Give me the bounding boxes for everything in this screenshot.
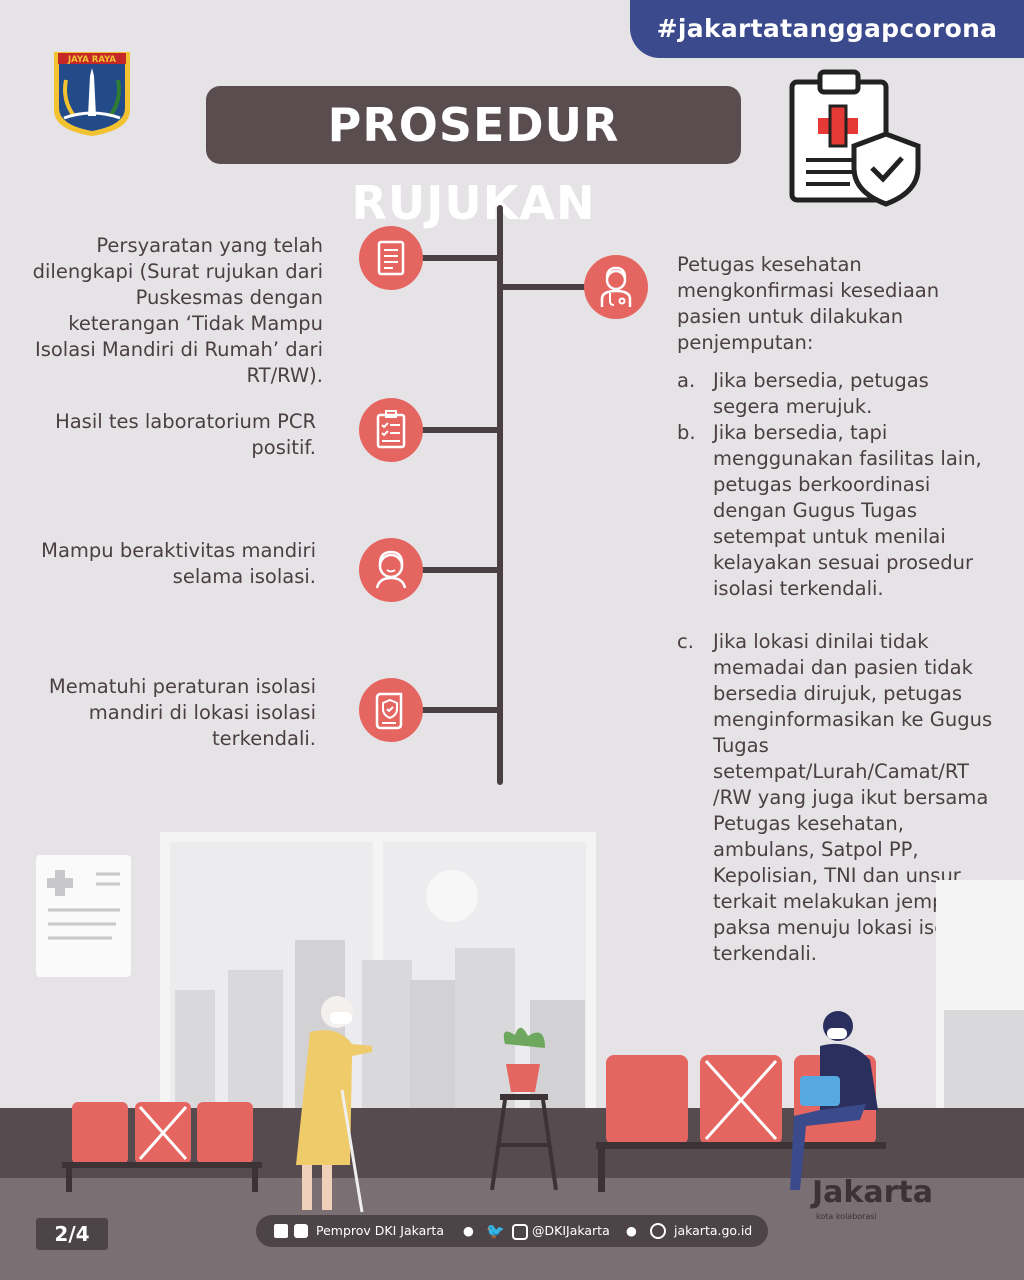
plant-stool — [490, 1027, 558, 1191]
facebook-icon — [274, 1224, 288, 1238]
medical-poster — [36, 855, 131, 977]
person-icon — [359, 538, 423, 602]
timeline-branch — [420, 567, 500, 573]
waiting-bench-left — [62, 1102, 262, 1192]
requirement-text-3: Mampu beraktivitas mandiri selama isolas… — [41, 539, 316, 588]
timeline-branch — [420, 427, 500, 433]
social-footer-bar: Pemprov DKI Jakarta ● 🐦 @DKIJakarta ● ja… — [256, 1215, 768, 1247]
shield-document-icon — [359, 678, 423, 742]
requirement-text-2: Hasil tes laboratorium PCR positif. — [55, 410, 316, 459]
instagram-icon — [512, 1224, 528, 1240]
option-text: Jika lokasi dinilai tidak memadai dan pa… — [713, 630, 993, 965]
page-title: PROSEDUR RUJUKAN — [206, 86, 741, 230]
facebook-youtube-handle[interactable]: Pemprov DKI Jakarta — [316, 1223, 444, 1238]
document-icon — [359, 226, 423, 290]
timeline-branch — [500, 284, 590, 290]
youtube-icon — [294, 1224, 308, 1238]
procedure-intro: Petugas kesehatan mengkonfirmasi kesedia… — [677, 253, 940, 354]
separator-dot: ● — [463, 1223, 474, 1238]
option-marker: b. — [677, 421, 696, 444]
procedure-option-a: a. Jika bersedia, petugas segera merujuk… — [677, 368, 997, 420]
website-link[interactable]: jakarta.go.id — [674, 1223, 753, 1238]
globe-icon — [650, 1223, 666, 1239]
waiting-room-illustration — [0, 832, 1024, 1280]
seated-woman-figure — [790, 1011, 878, 1190]
option-marker: a. — [677, 369, 696, 392]
requirement-text-4: Mematuhi peraturan isolasi mandiri di lo… — [48, 675, 316, 750]
option-text: Jika bersedia, tapi menggunakan fasilita… — [713, 421, 982, 600]
timeline-branch — [420, 255, 500, 261]
medical-clipboard-icon — [780, 68, 925, 208]
procedure-option-c: c. Jika lokasi dinilai tidak memadai dan… — [677, 629, 997, 967]
requirement-text-1: Persyaratan yang telah dilengkapi (Surat… — [32, 234, 323, 387]
timeline-branch — [420, 707, 500, 713]
jakarta-emblem: JAYA RAYA — [52, 50, 132, 138]
emblem-motto: JAYA RAYA — [67, 55, 116, 65]
timeline-line — [497, 205, 503, 785]
twitter-icon: 🐦 — [486, 1222, 505, 1240]
jakarta-brand-logo: Jakarta — [812, 1175, 933, 1210]
separator-dot: ● — [626, 1223, 637, 1238]
hashtag-banner: #jakartatanggapcorona — [630, 0, 1024, 58]
doctor-icon — [584, 255, 648, 319]
elderly-woman-figure — [296, 996, 372, 1213]
twitter-instagram-handle[interactable]: @DKIJakarta — [532, 1223, 610, 1238]
checklist-icon — [359, 398, 423, 462]
page-indicator: 2/4 — [36, 1218, 108, 1250]
jakarta-brand-tagline: kota kolaborasi — [816, 1212, 877, 1221]
option-text: Jika bersedia, petugas segera merujuk. — [713, 369, 929, 418]
procedure-option-b: b. Jika bersedia, tapi menggunakan fasil… — [677, 420, 997, 602]
option-marker: c. — [677, 630, 694, 653]
